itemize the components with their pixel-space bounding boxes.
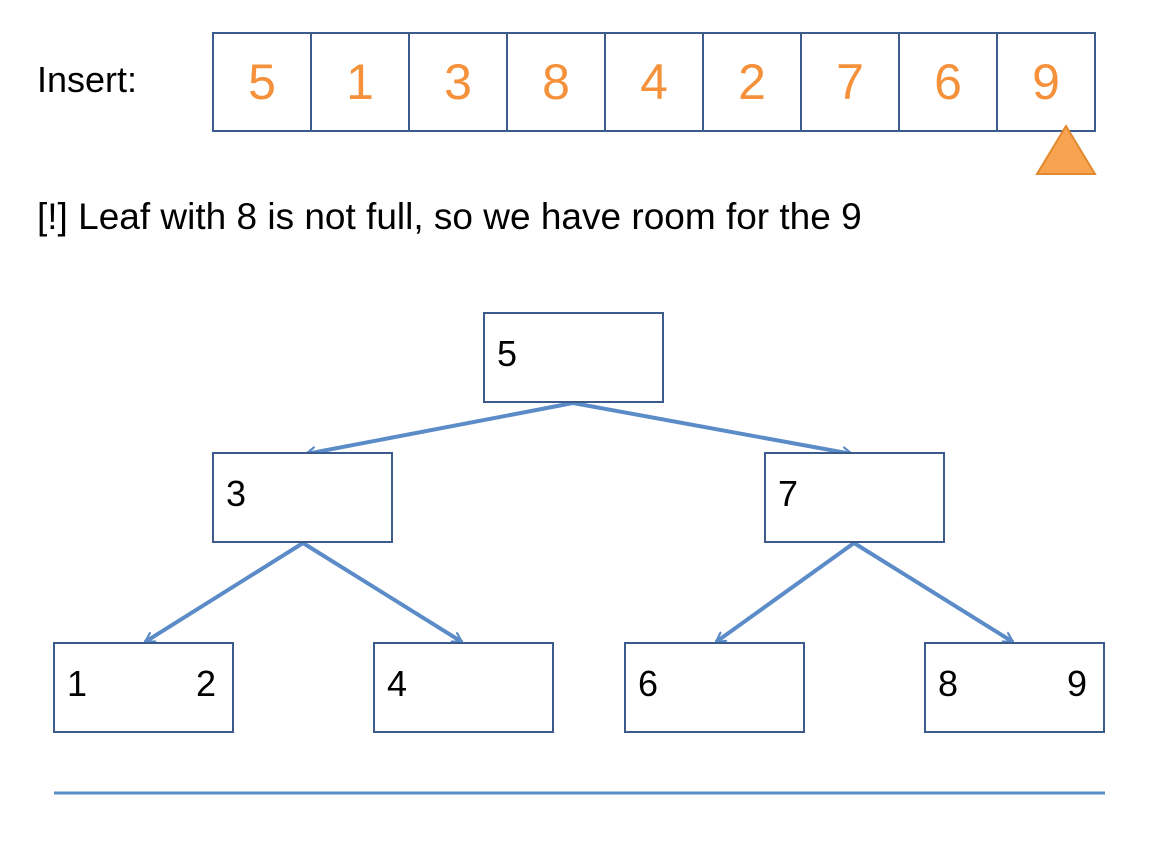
tree-leaf-4: 4	[373, 642, 554, 733]
tree-node-internal-3: 3	[212, 452, 393, 543]
node-key: 7	[778, 473, 799, 514]
node-key: 3	[226, 473, 247, 514]
node-key: 6	[638, 663, 659, 704]
node-key: 1	[67, 663, 88, 704]
edge-root-to-3	[306, 401, 574, 454]
edge-7-to-leaf-6	[714, 541, 856, 644]
sequence-cell: 4	[604, 32, 704, 132]
insert-sequence: 5 1 3 8 4 2 7 6 9	[212, 32, 1096, 132]
tree-leaf-6: 6	[624, 642, 805, 733]
node-key: 2	[196, 663, 217, 704]
edge-3-to-leaf-4	[301, 541, 462, 644]
status-message: [!] Leaf with 8 is not full, so we have …	[37, 196, 862, 237]
node-key: 5	[497, 333, 518, 374]
sequence-cell: 5	[212, 32, 312, 132]
edge-7-to-leaf-8-9	[852, 541, 1013, 644]
tree-leaf-8-9: 8 9	[924, 642, 1105, 733]
insert-label: Insert:	[37, 59, 138, 100]
tree-node-internal-7: 7	[764, 452, 945, 543]
node-key: 4	[387, 663, 408, 704]
tree-node-root: 5	[483, 312, 664, 403]
tree-leaf-1-2: 1 2	[53, 642, 234, 733]
sequence-cell-current: 9	[996, 32, 1096, 132]
edge-root-to-7	[572, 401, 852, 454]
node-key: 8	[938, 663, 959, 704]
edge-3-to-leaf-1-2	[145, 541, 305, 644]
node-key: 9	[1067, 663, 1088, 704]
current-insert-pointer-icon	[1035, 124, 1097, 175]
